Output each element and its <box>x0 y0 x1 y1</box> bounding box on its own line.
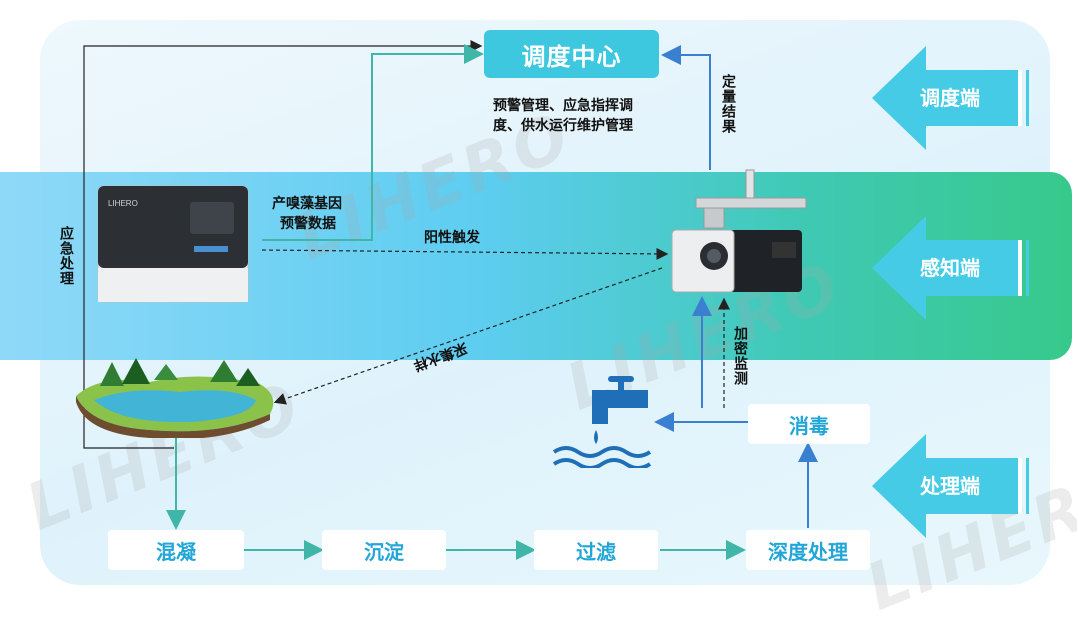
stage-filtration: 过滤 <box>534 530 658 570</box>
reservoir-image <box>76 358 274 438</box>
hub-desc-line1: 预警管理、应急指挥调 <box>493 98 633 114</box>
warning-data-arrow <box>262 44 484 241</box>
svg-text:LIHERO: LIHERO <box>108 199 138 208</box>
encrypted-monitor-label: 加密监测 <box>732 326 748 386</box>
faucet-icon <box>552 376 652 468</box>
positive-trigger-label: 阳性触发 <box>424 230 480 246</box>
sampling-arrow <box>273 267 663 405</box>
stage-sedimentation: 沉淀 <box>322 530 446 570</box>
tier-dispatch: 调度端 <box>872 46 1032 150</box>
quant-result-label: 定量结果 <box>720 74 736 134</box>
emergency-line <box>83 40 483 449</box>
gene-analyzer-image: LIHERO <box>97 185 249 303</box>
tier-sensing: 感知端 <box>872 216 1032 320</box>
stage-disinfection: 消毒 <box>748 404 870 444</box>
emergency-label: 应急处理 <box>58 226 74 286</box>
left-arrow-icon <box>872 46 1029 150</box>
quant-result-arrow <box>661 45 711 170</box>
tier-processing: 处理端 <box>872 434 1032 538</box>
stage-advanced-treatment: 深度处理 <box>746 530 870 570</box>
odor-gene-line1: 产嗅藻基因 <box>272 196 342 212</box>
tier-sensing-label: 感知端 <box>920 256 980 280</box>
dispatch-center-box: 调度中心 <box>484 30 659 78</box>
connector-lines <box>83 40 818 560</box>
tier-processing-label: 处理端 <box>920 474 980 498</box>
mass-spec-image <box>671 169 807 293</box>
odor-gene-line2: 预警数据 <box>280 216 336 232</box>
stage-coagulation: 混凝 <box>108 530 244 570</box>
left-arrow-icon <box>872 434 1029 538</box>
hub-desc-line2: 度、供水运行维护管理 <box>493 118 633 134</box>
tier-dispatch-label: 调度端 <box>920 86 980 110</box>
positive-trigger-arrow <box>261 247 669 260</box>
left-arrow-icon <box>872 216 1029 320</box>
